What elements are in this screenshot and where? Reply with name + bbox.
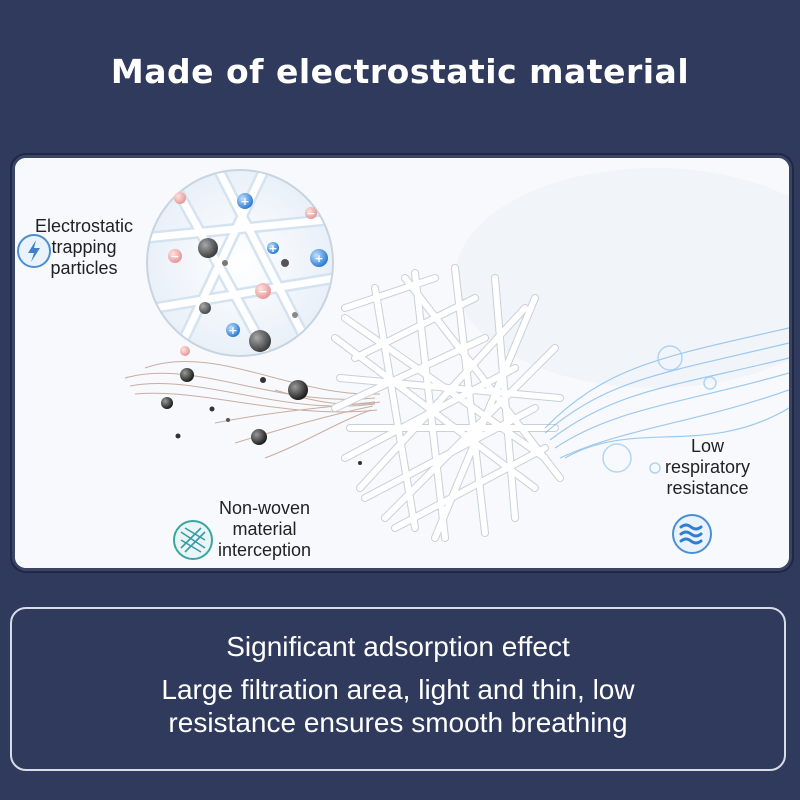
summary-heading: Significant adsorption effect <box>226 631 570 662</box>
illustration-panel: + − + + − − + Electrostatic trapping par… <box>12 155 792 571</box>
feature-summary-box: Significant adsorption effect Large filt… <box>10 607 786 771</box>
svg-text:+: + <box>314 252 323 265</box>
svg-text:+: + <box>228 324 237 337</box>
svg-text:+: + <box>268 242 277 255</box>
svg-text:−: − <box>258 285 267 298</box>
page-title: Made of electrostatic material <box>110 52 690 91</box>
clean-airflow <box>544 327 789 459</box>
zoom-magnifier: + − + + − − + <box>146 169 334 357</box>
svg-text:−: − <box>306 207 315 220</box>
summary-body: Large filtration area, light and thin, l… <box>161 674 635 738</box>
resistance-label: Low respiratory resistance <box>665 436 751 498</box>
mesh-circle-icon <box>173 520 213 560</box>
lightning-circle-icon <box>17 234 51 268</box>
svg-text:−: − <box>170 250 179 263</box>
air-bubbles <box>602 345 717 474</box>
svg-text:+: + <box>240 195 249 208</box>
nonwoven-label: Non-woven material interception <box>218 498 312 560</box>
nonwoven-fibers <box>331 264 564 542</box>
filter-illustration: + − + + − − + <box>15 158 789 568</box>
dust-particles <box>161 368 362 465</box>
electrostatic-label: Electrostatic trapping particles <box>35 216 134 278</box>
wave-circle-icon <box>672 514 712 554</box>
